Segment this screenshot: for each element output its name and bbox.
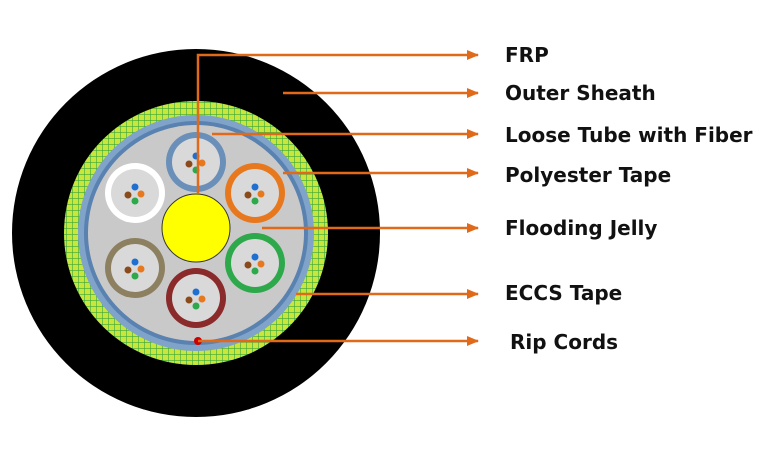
loose-tube-label: Loose Tube with Fiber xyxy=(505,123,753,147)
outer-sheath-label: Outer Sheath xyxy=(505,81,656,105)
loose-tubes xyxy=(105,132,285,328)
fiber-strand xyxy=(244,261,252,269)
frp-leader-line xyxy=(196,50,479,194)
fiber-strand xyxy=(131,258,139,266)
frp-center xyxy=(161,193,231,263)
leader-lines xyxy=(196,50,479,346)
frp-label: FRP xyxy=(505,43,549,67)
eccs-tape-label: ECCS Tape xyxy=(505,281,622,305)
fiber-strand xyxy=(257,260,265,268)
fiber-strand xyxy=(124,266,132,274)
labels: FRP Outer Sheath Loose Tube with Fiber P… xyxy=(505,43,753,354)
fiber-strand xyxy=(124,191,132,199)
flooding-jelly-label: Flooding Jelly xyxy=(505,216,657,240)
fiber-strand xyxy=(251,267,259,275)
fiber-strand xyxy=(131,183,139,191)
cable-cross-section xyxy=(12,49,380,417)
fiber-strand xyxy=(185,160,193,168)
fiber-strand xyxy=(192,302,200,310)
fiber-strand xyxy=(244,191,252,199)
rip-cords-label: Rip Cords xyxy=(510,330,618,354)
loose-tube-interior xyxy=(111,244,159,292)
loose-tube-interior xyxy=(231,169,279,217)
fiber-strand xyxy=(251,253,259,261)
fiber-strand xyxy=(131,272,139,280)
fiber-strand xyxy=(137,190,145,198)
fiber-strand xyxy=(251,197,259,205)
fiber-strand xyxy=(198,159,206,167)
loose-tube-interior xyxy=(231,239,279,287)
fiber-strand xyxy=(192,288,200,296)
fiber-strand xyxy=(137,265,145,273)
loose-tube-interior xyxy=(172,274,220,322)
polyester-tape-label: Polyester Tape xyxy=(505,163,671,187)
fiber-strand xyxy=(198,295,206,303)
loose-tube-interior xyxy=(172,138,220,186)
fiber-strand xyxy=(185,296,193,304)
fiber-strand xyxy=(251,183,259,191)
fiber-strand xyxy=(257,190,265,198)
loose-tube-interior xyxy=(111,169,159,217)
fiber-strand xyxy=(131,197,139,205)
